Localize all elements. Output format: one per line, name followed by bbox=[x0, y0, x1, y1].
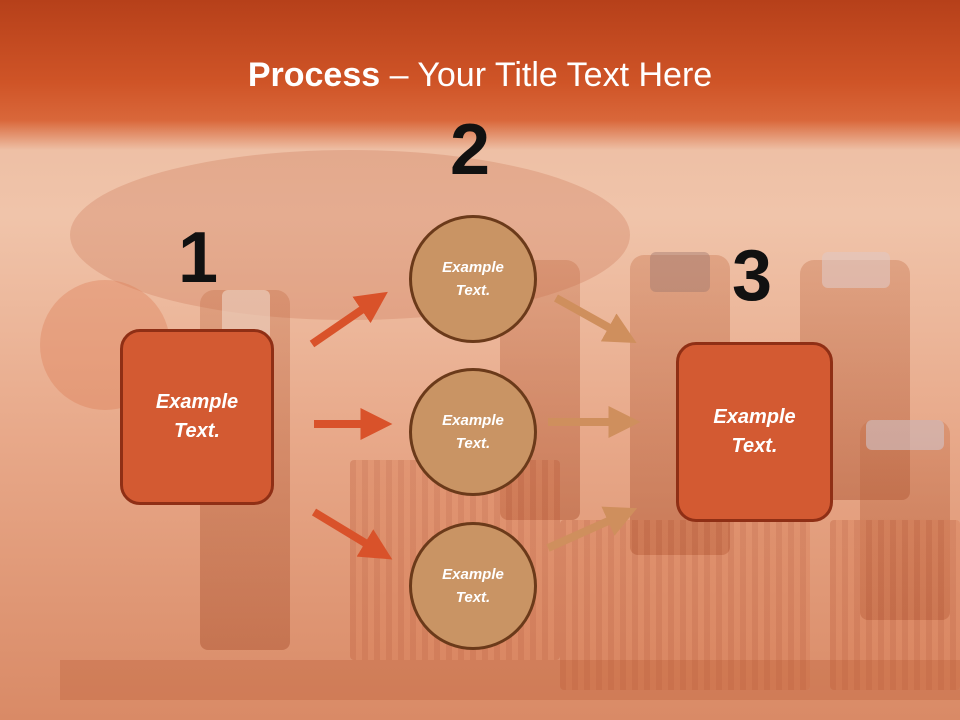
background-wooden-cup bbox=[560, 520, 810, 690]
background-bottle bbox=[860, 420, 950, 620]
step-3-box: Example Text. bbox=[676, 342, 833, 522]
background-tray bbox=[60, 660, 960, 700]
process-circle-middle: Example Text. bbox=[409, 368, 537, 496]
background-bottle-cap bbox=[822, 252, 890, 288]
background-bottle-cap bbox=[650, 252, 710, 292]
arrow-to-circle-top bbox=[309, 291, 388, 348]
circle-middle-text: Example Text. bbox=[442, 412, 504, 452]
step-number-3: 3 bbox=[732, 236, 773, 316]
arrow-to-circle-bottom bbox=[311, 508, 393, 560]
step-number-2: 2 bbox=[450, 110, 491, 190]
arrow-from-circle-top bbox=[554, 294, 637, 344]
slide-title: Process – Your Title Text Here bbox=[0, 52, 960, 98]
process-circle-top: Example Text. bbox=[409, 215, 537, 343]
circle-bottom-text: Example Text. bbox=[442, 566, 504, 606]
step-3-text: Example Text. bbox=[713, 406, 796, 457]
background-wooden-cup bbox=[830, 520, 960, 690]
step-1-box: Example Text. bbox=[120, 329, 274, 505]
title-rest: – Your Title Text Here bbox=[380, 56, 713, 94]
process-circle-bottom: Example Text. bbox=[409, 522, 537, 650]
step-number-1: 1 bbox=[178, 218, 219, 298]
title-band bbox=[0, 0, 960, 150]
step-1-text: Example Text. bbox=[155, 391, 239, 442]
background-hand bbox=[70, 150, 630, 320]
title-bold: Process bbox=[247, 56, 381, 94]
background-bottle-cap bbox=[866, 420, 944, 450]
arrow-from-circle-bottom bbox=[546, 506, 638, 552]
circle-top-text: Example Text. bbox=[442, 259, 504, 299]
